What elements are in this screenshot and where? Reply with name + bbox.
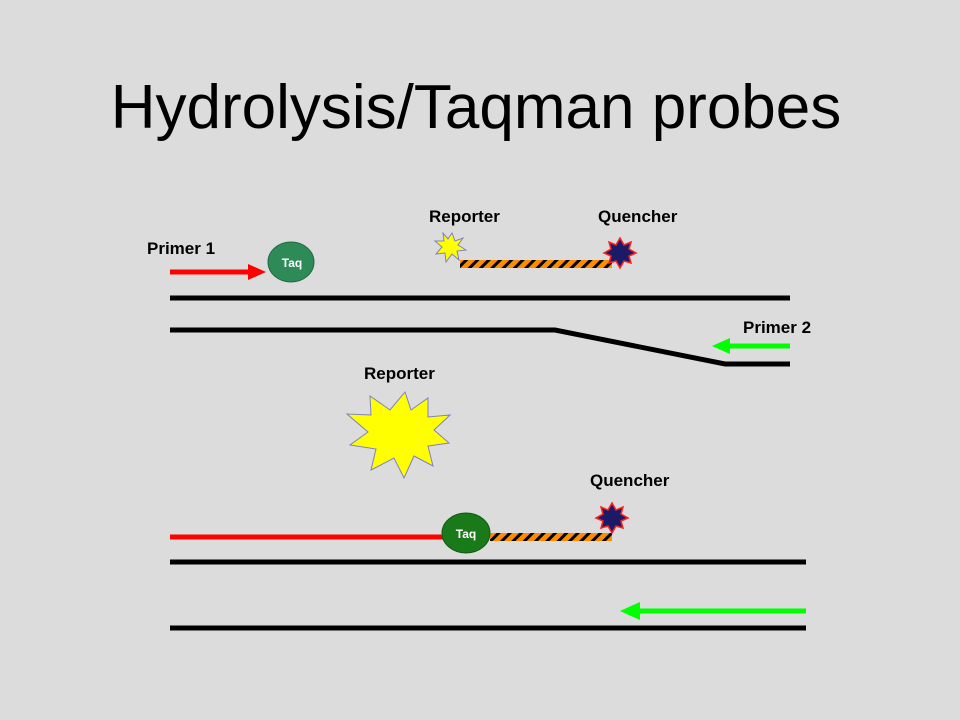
reporter-star-large: [345, 390, 452, 480]
reporter-label-top: Reporter: [429, 207, 500, 226]
slide-title: Hydrolysis/Taqman probes: [111, 73, 842, 142]
dna-strand-top-2: [170, 327, 790, 367]
reporter-label-bottom: Reporter: [364, 364, 435, 383]
primer2-arrow-bottom: [620, 602, 806, 620]
reporter-star-small: [433, 231, 468, 264]
primer2-label: Primer 2: [743, 318, 811, 337]
primer2-arrow: [712, 338, 790, 354]
probe-strand-bottom: [490, 533, 612, 541]
probe-strand-top: [460, 260, 612, 268]
quencher-star-bottom: [594, 501, 630, 535]
quencher-label-bottom: Quencher: [590, 471, 670, 490]
taq-label-top: Taq: [282, 256, 302, 270]
quencher-label-top: Quencher: [598, 207, 678, 226]
taq-label-bottom: Taq: [456, 527, 476, 541]
taq-polymerase-bottom: Taq: [441, 512, 491, 554]
taq-polymerase-top: Taq: [267, 241, 315, 283]
primer1-arrow: [170, 264, 266, 280]
quencher-star-top: [602, 236, 638, 270]
primer1-label: Primer 1: [147, 239, 215, 258]
